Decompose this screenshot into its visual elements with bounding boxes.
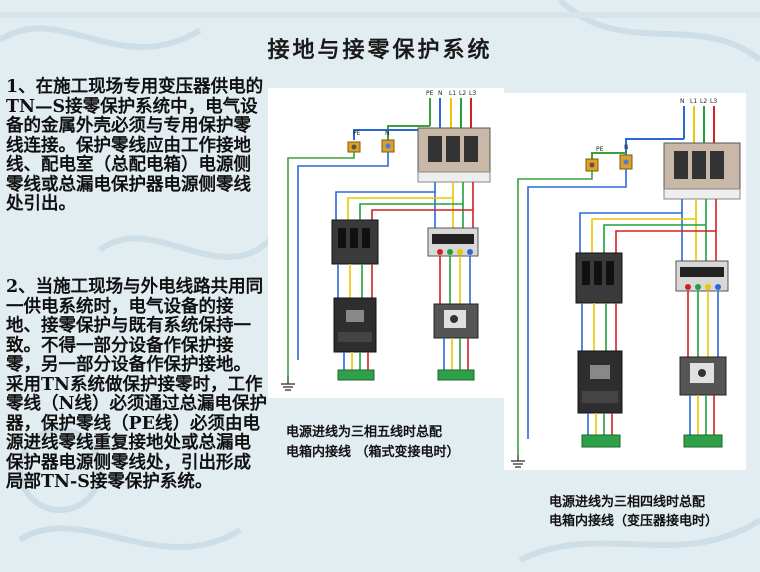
left-output-terminal-block xyxy=(337,369,375,381)
terminal-label: L3 xyxy=(469,90,476,97)
caption-right: 电源进线为三相四线时总配 电箱内接线（变压器接电时） xyxy=(549,493,754,531)
caption-left-line-2: 电箱内接线 （箱式变接电时） xyxy=(286,445,460,460)
terminal-label: L2 xyxy=(700,98,707,105)
caption-left: 电源进线为三相五线时总配 电箱内接线 （箱式变接电时） xyxy=(286,423,516,463)
right-leakage-protector xyxy=(433,303,479,339)
terminal-label: L2 xyxy=(459,90,466,97)
left-circuit-breaker xyxy=(331,219,379,265)
right-circuit-breaker xyxy=(427,227,479,257)
right-output-terminal-block xyxy=(683,434,723,448)
pe-label: PE xyxy=(596,146,604,153)
n-terminal xyxy=(381,139,395,153)
terminal-label: L3 xyxy=(710,98,717,105)
right-leakage-protector xyxy=(679,356,727,396)
pe-terminal xyxy=(347,141,361,153)
left-output-terminal-block xyxy=(581,434,621,448)
paragraph-2: 2、当施工现场与外电线路共用同一供电系统时，电气设备的接地、接零保护与既有系统保… xyxy=(6,277,267,492)
wiring-diagram-five-wire: PE N L1 L2 L3 PE N xyxy=(268,88,504,398)
terminal-label: N xyxy=(680,98,685,105)
caption-right-line-1: 电源进线为三相四线时总配 xyxy=(549,495,706,510)
wiring-diagram-four-wire: N L1 L2 L3 PE N xyxy=(504,93,746,470)
caption-left-line-1: 电源进线为三相五线时总配 xyxy=(286,425,443,440)
paragraph-1: 1、在施工现场专用变压器供电的TN—S接零保护系统中，电气设备的金属外壳必须与专… xyxy=(6,77,264,214)
left-leakage-protector xyxy=(577,350,623,414)
pe-terminal xyxy=(585,158,599,172)
n-terminal xyxy=(619,154,633,170)
left-circuit-breaker xyxy=(575,252,623,304)
main-disconnect-switch xyxy=(663,142,741,200)
terminal-label: PE xyxy=(426,90,434,97)
caption-right-line-2: 电箱内接线（变压器接电时） xyxy=(549,514,719,529)
terminal-label: L1 xyxy=(690,98,697,105)
terminal-label: L1 xyxy=(449,90,456,97)
n-label: N xyxy=(385,130,390,137)
ground-icon xyxy=(281,376,295,391)
left-leakage-protector xyxy=(333,297,377,353)
slide-title: 接地与接零保护系统 xyxy=(267,37,493,63)
n-label: N xyxy=(624,144,629,151)
terminal-label: N xyxy=(438,90,443,97)
pe-label: PE xyxy=(353,130,361,137)
right-circuit-breaker xyxy=(675,260,729,292)
ground-icon xyxy=(511,455,525,468)
right-output-terminal-block xyxy=(437,369,475,381)
main-disconnect-switch xyxy=(417,127,491,183)
